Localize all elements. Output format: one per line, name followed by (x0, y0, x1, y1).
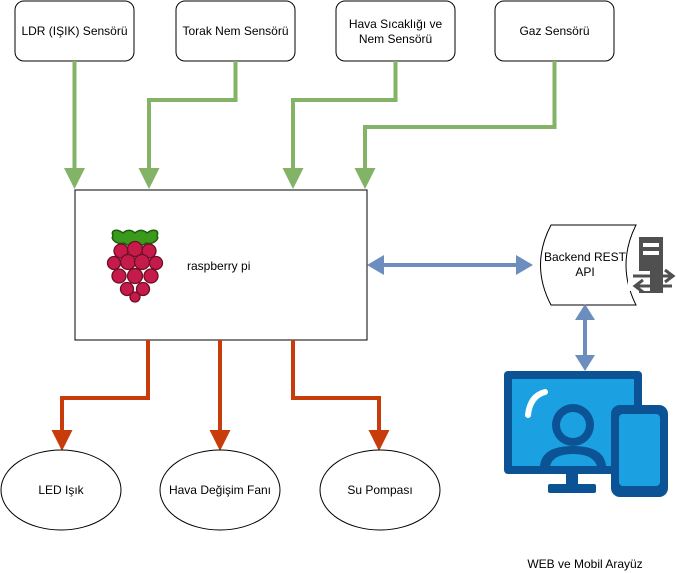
backend-label-line1: Backend REST (544, 250, 627, 264)
sensor-box-gas: Gaz Sensörü (494, 0, 615, 62)
arrowhead-pump (368, 430, 390, 451)
connector-pi-to-pump (291, 340, 381, 433)
sensor-box-ldr: LDR (IŞIK) Sensörü (14, 0, 135, 62)
connector-backend-client (575, 304, 595, 371)
sensor-label-air-temp-humidity-line2: Nem Sensörü (359, 32, 432, 46)
client-label: WEB ve Mobil Arayüz (527, 557, 642, 571)
output-label-led: LED Işık (38, 483, 84, 497)
output-ventilation-fan: Hava Değişim Fanı (159, 449, 281, 531)
connector-gas-to-pi (363, 61, 557, 172)
connector-soil-to-pi (147, 61, 238, 172)
web-mobile-user-icon (504, 371, 668, 497)
connector-pi-to-led (60, 340, 150, 433)
backend-label-line2: API (575, 265, 594, 279)
backend-api-node: Backend REST API (540, 224, 676, 306)
output-label-pump: Su Pompası (347, 483, 412, 497)
server-icon (628, 237, 676, 294)
sensor-box-air-temp-humidity: Hava Sıcaklığı ve Nem Sensörü (335, 0, 456, 62)
arrowhead-led (51, 430, 73, 451)
arrowhead-air (282, 168, 304, 189)
sensor-label-ldr: LDR (IŞIK) Sensörü (21, 24, 127, 38)
sensor-label-gas: Gaz Sensörü (519, 24, 589, 38)
output-water-pump: Su Pompası (319, 449, 441, 531)
arrowhead-ldr (64, 168, 85, 189)
raspberry-pi-label: raspberry pi (187, 259, 250, 273)
arrowhead-soil (138, 168, 160, 189)
sensor-label-soil-moisture: Torak Nem Sensörü (182, 24, 288, 38)
raspberry-icon (106, 229, 164, 303)
connector-pi-backend (367, 255, 533, 275)
arrowhead-fan (209, 430, 231, 451)
connector-air-to-pi (291, 61, 398, 172)
sensor-box-soil-moisture: Torak Nem Sensörü (175, 0, 296, 62)
raspberry-pi-box: raspberry pi (74, 189, 368, 341)
arrowhead-gas (354, 168, 376, 189)
sensor-label-air-temp-humidity-line1: Hava Sıcaklığı ve (349, 17, 443, 31)
output-led-light: LED Işık (0, 449, 122, 531)
output-label-fan: Hava Değişim Fanı (169, 483, 271, 497)
